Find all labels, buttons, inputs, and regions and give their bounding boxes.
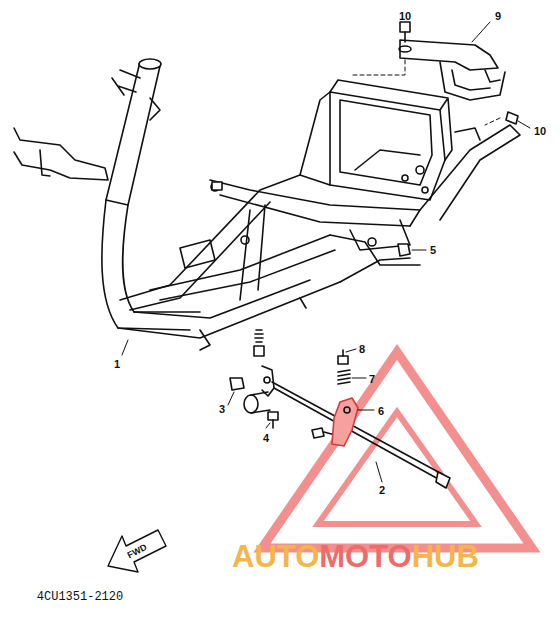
rear-frame bbox=[300, 80, 520, 282]
callout-number: 7 bbox=[369, 374, 375, 385]
watermark: HUB bbox=[412, 541, 479, 572]
callout-number: 8 bbox=[359, 344, 365, 355]
callout-number: 5 bbox=[430, 245, 436, 256]
spring bbox=[338, 350, 350, 384]
callout-number: 10 bbox=[534, 126, 546, 137]
watermark: MOTO bbox=[319, 541, 411, 572]
head-tube bbox=[106, 59, 161, 205]
down-tube bbox=[102, 200, 190, 330]
head-bracket bbox=[14, 128, 108, 180]
callout-number: 1 bbox=[114, 359, 120, 370]
callout-number: 3 bbox=[219, 404, 225, 415]
through-bolt bbox=[272, 382, 450, 488]
rear-bracket bbox=[399, 40, 505, 100]
callout-number: 4 bbox=[263, 433, 269, 444]
callout-number: 6 bbox=[378, 406, 384, 417]
leader-line bbox=[122, 22, 530, 482]
link-bracket bbox=[332, 398, 358, 446]
watermark: AUTO bbox=[232, 541, 319, 572]
watermark-logo bbox=[262, 352, 532, 548]
callout-number: 9 bbox=[495, 11, 501, 22]
engine-mount bbox=[230, 330, 335, 438]
bolt bbox=[400, 22, 518, 124]
nut bbox=[398, 244, 410, 256]
part-code: 4CU1351-2120 bbox=[37, 591, 123, 603]
callout-number: 10 bbox=[399, 11, 411, 22]
cross-member bbox=[210, 180, 420, 210]
forward-arrow bbox=[108, 530, 166, 572]
callout-number: 2 bbox=[379, 485, 385, 496]
